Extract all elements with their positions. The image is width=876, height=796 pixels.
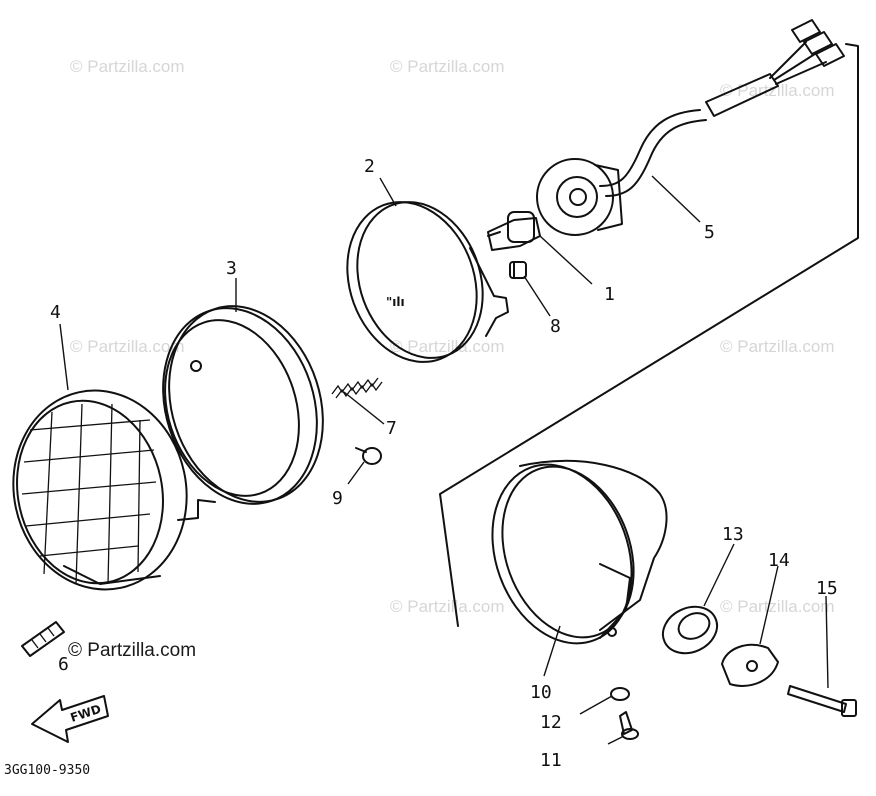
watermark: © Partzilla.com bbox=[720, 81, 835, 100]
forward-direction-arrow: FWD bbox=[31, 695, 109, 743]
guard-bolt bbox=[21, 621, 65, 657]
drawing-code: 3GG100-9350 bbox=[4, 763, 90, 778]
watermark: © Partzilla.com bbox=[390, 337, 505, 356]
mounting-bracket bbox=[721, 643, 779, 687]
callout-5: 5 bbox=[704, 222, 715, 243]
callout-15: 15 bbox=[816, 578, 838, 599]
bulb bbox=[487, 211, 541, 251]
watermark: © Partzilla.com bbox=[390, 57, 505, 76]
watermark-prominent: © Partzilla.com bbox=[68, 640, 196, 661]
watermark-layer: © Partzilla.com © Partzilla.com © Partzi… bbox=[70, 57, 835, 616]
callout-11: 11 bbox=[540, 750, 562, 771]
callout-3: 3 bbox=[226, 258, 237, 279]
grommet bbox=[661, 605, 719, 655]
washer bbox=[610, 687, 630, 701]
lens-marking: "ılı bbox=[386, 295, 405, 309]
callout-labels: 1 2 3 4 5 6 7 8 9 10 11 12 13 14 15 bbox=[50, 156, 838, 771]
headlight-guard bbox=[12, 389, 188, 591]
callout-4: 4 bbox=[50, 302, 61, 323]
watermark: © Partzilla.com bbox=[720, 337, 835, 356]
callout-13: 13 bbox=[722, 524, 744, 545]
callout-8: 8 bbox=[550, 316, 561, 337]
leader-lines bbox=[59, 175, 829, 745]
callout-10: 10 bbox=[530, 682, 552, 703]
callout-1: 1 bbox=[604, 284, 615, 305]
callout-12: 12 bbox=[540, 712, 562, 733]
callout-14: 14 bbox=[768, 550, 790, 571]
watermark: © Partzilla.com bbox=[390, 597, 505, 616]
headlight-housing bbox=[491, 459, 668, 645]
callout-7: 7 bbox=[386, 418, 397, 439]
position-lamp-socket bbox=[509, 261, 527, 279]
headlight-rim bbox=[162, 305, 324, 505]
assembly-boundary-lines bbox=[177, 43, 859, 627]
watermark: © Partzilla.com bbox=[70, 337, 185, 356]
callout-2: 2 bbox=[364, 156, 375, 177]
rim-screw bbox=[355, 447, 382, 465]
callout-6: 6 bbox=[58, 654, 69, 675]
watermark: © Partzilla.com bbox=[720, 597, 835, 616]
housing-screw bbox=[619, 711, 639, 740]
watermark: © Partzilla.com bbox=[70, 57, 185, 76]
socket-wire-harness bbox=[536, 19, 845, 236]
adjusting-spring bbox=[331, 377, 383, 399]
callout-9: 9 bbox=[332, 488, 343, 509]
sealed-beam-unit: "ılı bbox=[346, 201, 509, 363]
housing-bolt bbox=[787, 685, 857, 717]
